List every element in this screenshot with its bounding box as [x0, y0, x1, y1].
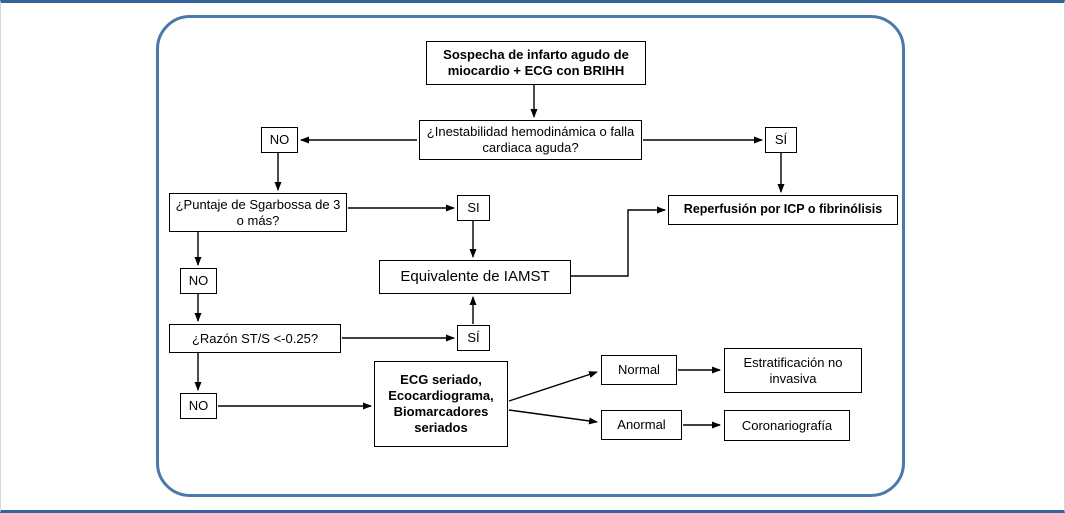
flowchart-rounded-frame	[156, 15, 905, 497]
node-start-suspected-mi: Sospecha de infarto agudo de miocardio +…	[426, 41, 646, 85]
connector-arrows-layer	[194, 85, 785, 429]
node-stemi-equivalent: Equivalente de IAMST	[379, 260, 571, 294]
decision-si-1: SÍ	[765, 127, 797, 153]
node-serial-workup: ECG seriado, Ecocardiograma, Biomarcador…	[374, 361, 508, 447]
decision-si-3: SÍ	[457, 325, 490, 351]
node-sgarbossa-question: ¿Puntaje de Sgarbossa de 3 o más?	[169, 193, 347, 232]
decision-si-2: SI	[457, 195, 490, 221]
node-st-ratio-question: ¿Razón ST/S <-0.25?	[169, 324, 341, 353]
decision-no-1: NO	[261, 127, 298, 153]
node-coronary-angiography: Coronariografía	[724, 410, 850, 441]
arrow-ecg-to-anormal	[508, 409, 598, 425]
node-noninvasive-stratification: Estratificación no invasiva	[724, 348, 862, 393]
node-normal-result: Normal	[601, 355, 677, 385]
decision-no-3: NO	[180, 393, 217, 419]
node-reperfusion: Reperfusión por ICP o fibrinólisis	[668, 195, 898, 225]
node-instability-question: ¿Inestabilidad hemodinámica o falla card…	[419, 120, 642, 160]
decision-no-2: NO	[180, 268, 217, 294]
arrow-ecg-to-normal	[508, 371, 598, 402]
node-abnormal-result: Anormal	[601, 410, 682, 440]
arrow-equivalente-to-reperfusion	[571, 206, 666, 277]
